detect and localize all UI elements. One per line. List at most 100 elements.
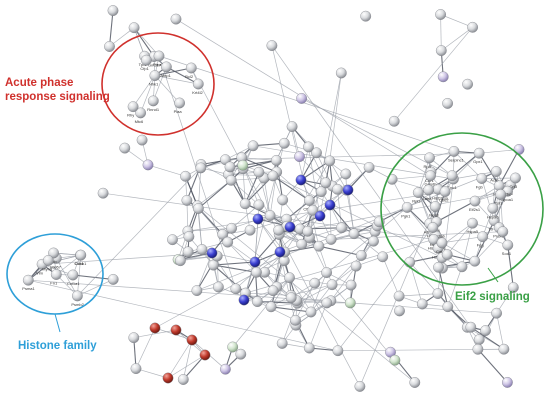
protein-node[interactable]: [247, 140, 259, 152]
protein-node-circle[interactable]: [107, 273, 119, 285]
protein-node[interactable]: Myh9: [42, 255, 54, 272]
protein-node[interactable]: Sod1: [502, 239, 514, 256]
protein-node-circle[interactable]: [507, 282, 519, 293]
protein-node-circle[interactable]: [48, 247, 59, 259]
protein-node[interactable]: Ptna1: [153, 50, 165, 67]
protein-node[interactable]: Cfp1: [140, 54, 152, 71]
protein-node-circle[interactable]: [199, 349, 211, 361]
protein-node-circle[interactable]: [250, 266, 262, 278]
protein-node-circle[interactable]: [324, 199, 336, 211]
protein-node-circle[interactable]: [273, 224, 284, 236]
protein-node-circle[interactable]: [342, 184, 354, 196]
protein-node-circle[interactable]: [473, 147, 485, 159]
protein-node[interactable]: [303, 141, 314, 153]
protein-node[interactable]: [104, 41, 115, 52]
protein-node-circle[interactable]: [424, 152, 435, 164]
protein-node-circle[interactable]: [239, 198, 251, 210]
protein-node[interactable]: [354, 380, 366, 392]
protein-node[interactable]: [107, 273, 119, 285]
protein-node[interactable]: Ccnb1: [75, 249, 87, 266]
protein-node[interactable]: [309, 277, 321, 289]
protein-node-circle[interactable]: [315, 186, 327, 198]
protein-node-circle[interactable]: [425, 170, 436, 182]
protein-node-circle[interactable]: [128, 22, 140, 34]
protein-node[interactable]: Rps8: [429, 201, 441, 218]
protein-node-circle[interactable]: [497, 226, 509, 238]
protein-node[interactable]: Col1a1: [67, 269, 80, 286]
protein-node[interactable]: [230, 283, 242, 295]
protein-node[interactable]: [314, 210, 326, 222]
protein-node-circle[interactable]: [368, 235, 379, 247]
protein-node-circle[interactable]: [97, 187, 109, 199]
protein-node-circle[interactable]: [185, 62, 197, 74]
protein-node-circle[interactable]: [469, 255, 481, 267]
protein-node-circle[interactable]: [285, 292, 297, 304]
protein-node-circle[interactable]: [469, 195, 481, 207]
protein-node[interactable]: [267, 170, 279, 182]
protein-node[interactable]: [238, 294, 250, 306]
protein-node-circle[interactable]: [412, 187, 424, 199]
protein-node[interactable]: Fgb: [476, 173, 488, 190]
protein-node[interactable]: [360, 10, 372, 22]
protein-node[interactable]: Nhk1: [149, 70, 161, 87]
protein-node-circle[interactable]: [170, 324, 182, 336]
protein-node-circle[interactable]: [456, 261, 468, 273]
protein-node[interactable]: [377, 251, 389, 263]
protein-node-circle[interactable]: [309, 277, 321, 289]
protein-node[interactable]: [326, 279, 338, 291]
protein-node-circle[interactable]: [305, 306, 317, 318]
protein-node-circle[interactable]: [435, 45, 447, 56]
protein-node-circle[interactable]: [442, 301, 454, 313]
protein-node-circle[interactable]: [476, 173, 488, 184]
protein-node[interactable]: [273, 224, 284, 236]
protein-node-circle[interactable]: [477, 231, 489, 243]
protein-node-circle[interactable]: [335, 67, 347, 79]
protein-node[interactable]: Hsp90: [487, 202, 499, 219]
protein-node[interactable]: Gapdh: [425, 170, 437, 187]
protein-node-circle[interactable]: [276, 337, 288, 349]
protein-node[interactable]: [182, 246, 194, 258]
protein-node-circle[interactable]: [181, 194, 193, 206]
protein-node[interactable]: Rpl3: [412, 187, 424, 204]
protein-node[interactable]: [313, 240, 325, 252]
protein-node-circle[interactable]: [237, 159, 249, 171]
protein-node[interactable]: [409, 377, 421, 388]
protein-node-circle[interactable]: [344, 297, 356, 309]
protein-node[interactable]: Cat: [436, 237, 448, 254]
protein-node[interactable]: [186, 334, 198, 346]
protein-node-circle[interactable]: [264, 210, 276, 221]
protein-node-circle[interactable]: [191, 285, 203, 296]
protein-node[interactable]: [237, 159, 249, 171]
protein-node[interactable]: [294, 151, 305, 163]
protein-node-circle[interactable]: [128, 332, 140, 344]
protein-node-circle[interactable]: [192, 203, 204, 214]
protein-node-circle[interactable]: [127, 101, 139, 113]
protein-node[interactable]: [192, 203, 204, 214]
protein-node-circle[interactable]: [303, 195, 315, 206]
protein-node-circle[interactable]: [495, 189, 506, 200]
protein-node-circle[interactable]: [490, 166, 502, 177]
protein-node-circle[interactable]: [427, 222, 439, 233]
protein-node[interactable]: [212, 281, 224, 293]
protein-node[interactable]: [251, 296, 263, 307]
protein-node[interactable]: Krt4l2: [192, 78, 204, 95]
protein-node-circle[interactable]: [437, 71, 449, 83]
protein-node[interactable]: [404, 256, 416, 268]
protein-node-circle[interactable]: [296, 238, 308, 250]
protein-node-circle[interactable]: [277, 194, 289, 206]
protein-node-circle[interactable]: [416, 298, 428, 310]
protein-node-circle[interactable]: [294, 151, 305, 163]
protein-node[interactable]: [222, 236, 234, 248]
protein-node-circle[interactable]: [436, 237, 448, 249]
protein-node-circle[interactable]: [302, 225, 314, 237]
protein-node-circle[interactable]: [472, 343, 484, 355]
protein-node-circle[interactable]: [267, 170, 279, 182]
protein-node[interactable]: Rnnd1: [147, 95, 160, 112]
protein-node-circle[interactable]: [252, 213, 264, 225]
protein-node-circle[interactable]: [225, 174, 237, 186]
protein-node[interactable]: Gpx1: [473, 147, 485, 164]
protein-node-circle[interactable]: [135, 107, 147, 119]
protein-node[interactable]: [446, 170, 458, 182]
protein-node-circle[interactable]: [75, 249, 87, 261]
protein-node-circle[interactable]: [186, 334, 198, 346]
